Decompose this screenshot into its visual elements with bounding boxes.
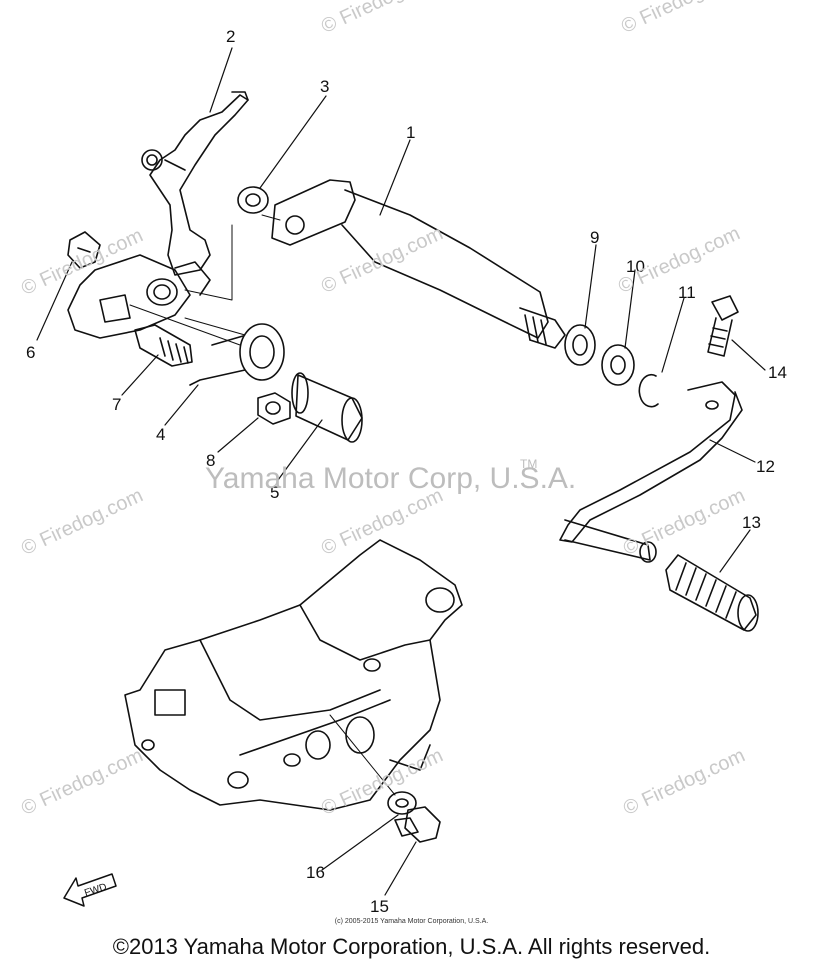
part-12-shift-pedal bbox=[559, 381, 743, 563]
callout-8: 8 bbox=[206, 451, 215, 470]
part-2-shift-arm bbox=[141, 91, 249, 276]
callout-7: 7 bbox=[112, 395, 121, 414]
part-3-collar bbox=[237, 186, 269, 214]
callout-10: 10 bbox=[626, 257, 645, 276]
part-15-bolt bbox=[394, 806, 441, 843]
shift-fork-body bbox=[67, 254, 211, 339]
part-11-circlip bbox=[638, 373, 659, 408]
callout-3: 3 bbox=[320, 77, 329, 96]
watermark-tm: TM bbox=[520, 457, 538, 471]
callout-16: 16 bbox=[306, 863, 325, 882]
callout-11: 11 bbox=[678, 283, 696, 302]
callout-12: 12 bbox=[756, 457, 775, 476]
part-13-pedal-rubber bbox=[665, 554, 759, 632]
part-8-nut bbox=[257, 392, 291, 425]
part-6-clip bbox=[67, 231, 101, 269]
part-9-oil-seal bbox=[564, 324, 596, 366]
callout-15: 15 bbox=[370, 897, 389, 916]
part-7-bolt bbox=[134, 324, 193, 367]
leader-lines bbox=[36, 47, 766, 896]
part-5-sleeve bbox=[291, 372, 363, 443]
callout-2: 2 bbox=[226, 27, 235, 46]
callout-9: 9 bbox=[590, 228, 599, 247]
part-14-bolt bbox=[707, 295, 739, 357]
engine-case bbox=[124, 539, 463, 811]
watermark-center: Yamaha Motor Corp, U.S.A. bbox=[205, 462, 577, 495]
small-copyright: (c) 2005-2015 Yamaha Motor Corporation, … bbox=[334, 918, 489, 925]
callout-6: 6 bbox=[26, 343, 35, 362]
part-16-washer bbox=[387, 791, 417, 815]
part-10-washer bbox=[601, 344, 635, 386]
callout-labels: 2 3 1 6 7 4 8 5 9 10 11 14 12 13 16 15 bbox=[26, 27, 787, 916]
callout-4: 4 bbox=[156, 425, 165, 444]
footer-copyright: ©2013 Yamaha Motor Corporation, U.S.A. A… bbox=[112, 934, 711, 959]
callout-14: 14 bbox=[768, 363, 787, 382]
part-4-spring bbox=[189, 323, 285, 386]
assembly-lines bbox=[129, 214, 396, 796]
callout-13: 13 bbox=[742, 513, 761, 532]
fwd-arrow-icon: FWD bbox=[63, 873, 117, 907]
part-1-shift-shaft bbox=[271, 179, 566, 349]
callout-5: 5 bbox=[270, 483, 279, 502]
callout-1: 1 bbox=[406, 123, 415, 142]
